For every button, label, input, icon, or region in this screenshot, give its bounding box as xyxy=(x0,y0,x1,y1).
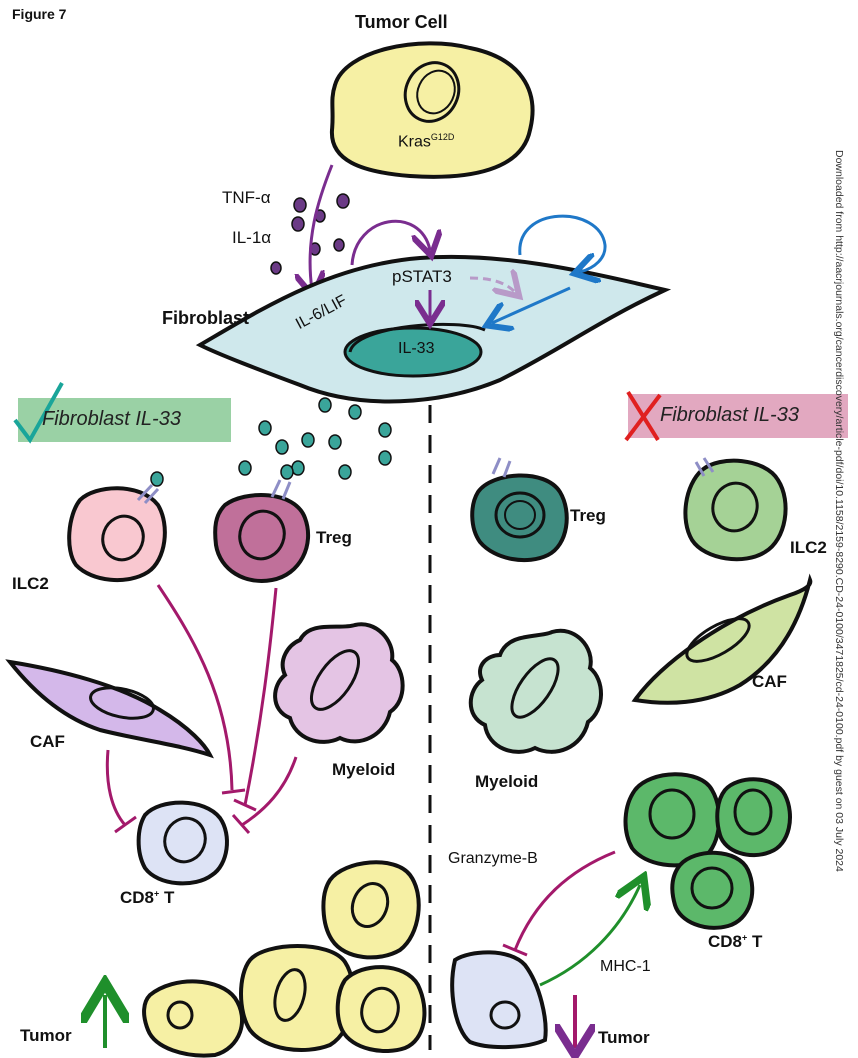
myeloid-cell-left xyxy=(273,622,405,744)
tumor-cluster-left xyxy=(142,860,427,1058)
tumor-label-right: Tumor xyxy=(598,1028,650,1047)
treg-cell-left xyxy=(213,464,311,583)
cd8-suffix-right: T xyxy=(747,932,763,951)
cd8-cell-left xyxy=(136,800,229,886)
kras-mutation: G12D xyxy=(430,132,455,142)
cd8-cluster-right xyxy=(623,772,792,930)
caf-label-right: CAF xyxy=(752,672,787,691)
myeloid-cell-right xyxy=(468,628,603,754)
tumor-label-left: Tumor xyxy=(20,1026,72,1045)
banner-left-bg xyxy=(18,398,231,442)
autocrine-loop-arrow xyxy=(350,219,430,266)
kras-label: KrasG12D xyxy=(398,132,454,151)
cd8-sup-right: + xyxy=(742,932,748,943)
ilc2-cell-right xyxy=(683,457,788,562)
granzyme-label: Granzyme-B xyxy=(448,850,538,867)
cd8-nuclei-right xyxy=(648,788,773,910)
myeloid-label-right: Myeloid xyxy=(475,772,539,791)
blue-loop-arrow xyxy=(518,214,607,272)
mhc-label: MHC-1 xyxy=(600,958,651,975)
treg-cell-right xyxy=(470,457,569,563)
cross-mark xyxy=(624,390,662,442)
cd8-suffix-left: T xyxy=(159,888,175,907)
myeloid-label-left: Myeloid xyxy=(332,760,396,779)
mhc-arrow xyxy=(539,885,640,987)
il33-dots xyxy=(238,397,392,480)
fibroblast-label: Fibroblast xyxy=(162,308,250,328)
inhibition-lines-left xyxy=(105,584,298,834)
caf-cell-right xyxy=(631,573,813,705)
banner-left-text: Fibroblast IL-33 xyxy=(42,408,181,430)
treg-label-left: Treg xyxy=(316,528,352,547)
cd8-label-right: CD8+ T xyxy=(708,932,762,952)
cd8-text-left: CD8 xyxy=(120,888,155,907)
ilc2-label-right: ILC2 xyxy=(790,538,827,557)
il33-nucleus xyxy=(343,326,483,378)
banner-right-text: Fibroblast IL-33 xyxy=(660,404,799,426)
caf-label-left: CAF xyxy=(30,732,65,751)
ilc2-label-left: ILC2 xyxy=(12,574,49,593)
blue-to-nucleus-arrow xyxy=(492,286,571,323)
tumor-cell-right xyxy=(450,950,548,1050)
tumor-cell xyxy=(329,41,535,179)
cytokine-dots xyxy=(270,193,350,275)
granzyme-inhibition-bar xyxy=(502,943,528,957)
il33-label: IL-33 xyxy=(398,340,435,357)
banner-right-bg xyxy=(628,394,848,438)
cd8-text-right: CD8 xyxy=(708,932,743,951)
check-mark xyxy=(13,382,64,444)
tumor-nuclei-left xyxy=(166,882,400,1034)
treg-label-right: Treg xyxy=(570,506,606,525)
tumor-cell-title: Tumor Cell xyxy=(355,12,448,32)
dashed-arrow xyxy=(469,278,515,292)
cd8-sup-left: + xyxy=(154,888,160,899)
il1-label: IL-1α xyxy=(232,228,272,247)
pstat3-label: pSTAT3 xyxy=(392,267,452,286)
cd8-label-left: CD8+ T xyxy=(120,888,174,908)
cytokine-arrow xyxy=(310,164,334,290)
ilc2-cell-left xyxy=(67,471,167,583)
caf-cell-left xyxy=(5,659,214,759)
kras-gene: Kras xyxy=(398,133,431,151)
figure-label: Figure 7 xyxy=(12,6,67,22)
granzyme-inhibition-line xyxy=(513,850,616,951)
download-watermark: Downloaded from http://aacrjournals.org/… xyxy=(833,150,845,872)
tnf-label: TNF-α xyxy=(222,188,271,207)
